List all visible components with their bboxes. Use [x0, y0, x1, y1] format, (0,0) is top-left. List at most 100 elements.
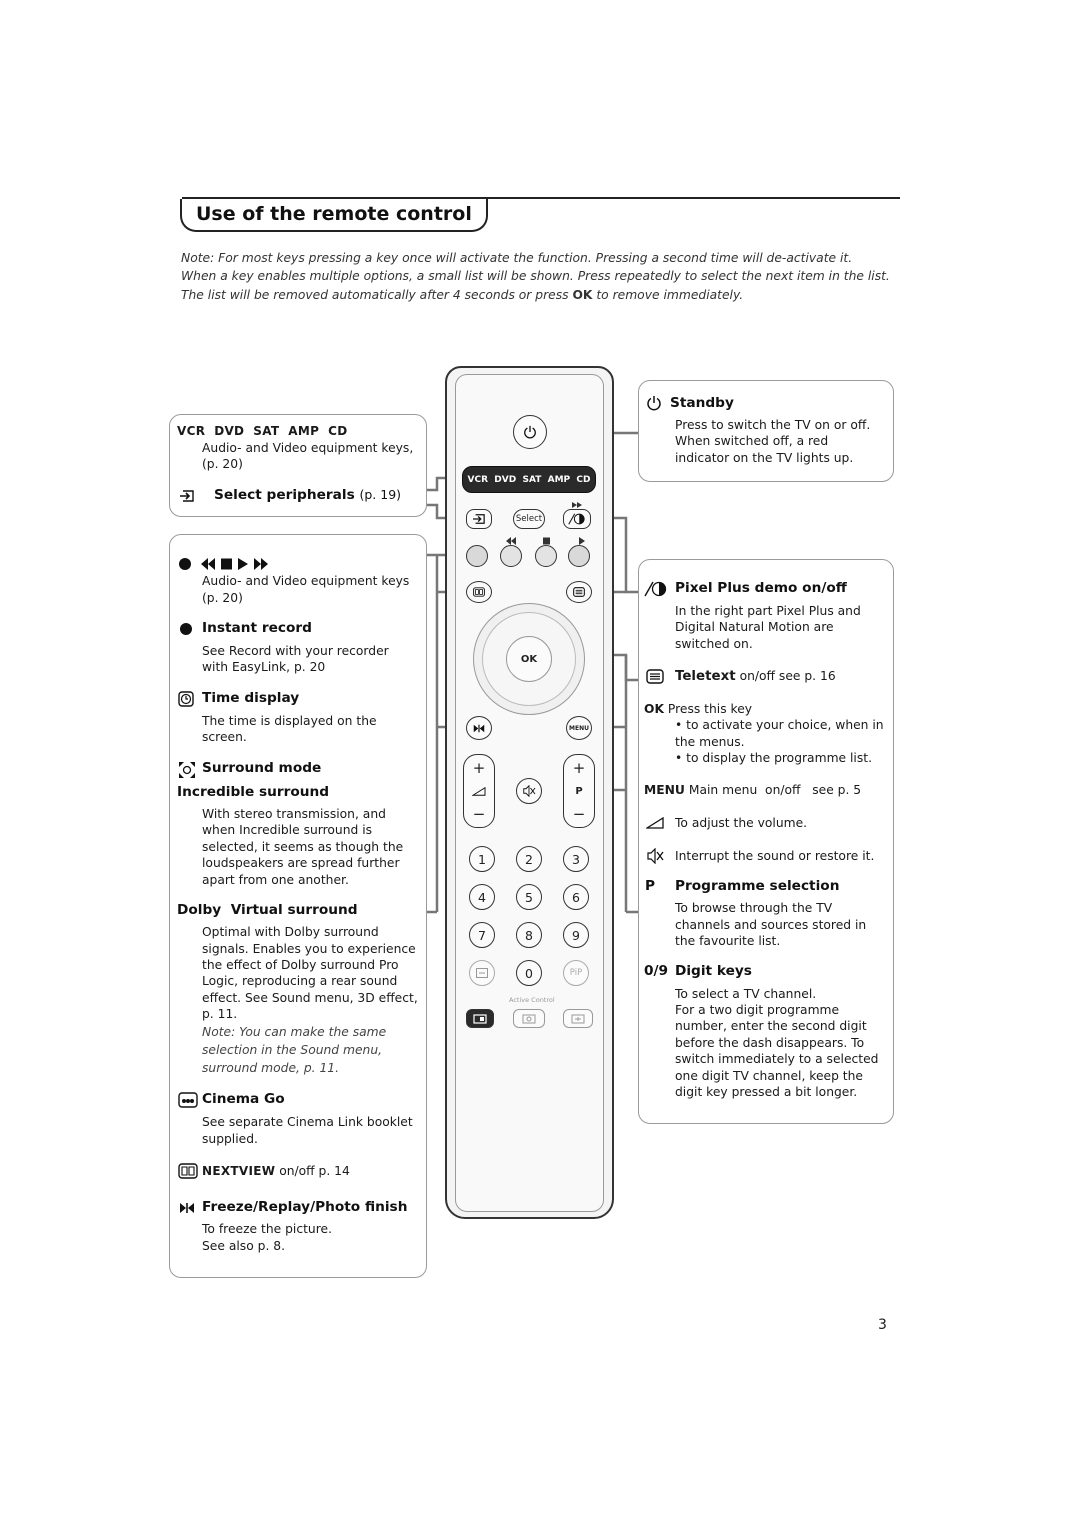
remote-digit-6[interactable]: 6: [563, 884, 589, 910]
programme-heading: Programme selection: [675, 878, 840, 894]
remote-digit-7[interactable]: 7: [469, 922, 495, 948]
picture-icon: [522, 1014, 536, 1023]
remote-ok-button[interactable]: OK: [506, 636, 552, 682]
standby-callout-box: [638, 380, 894, 482]
note-line-1: Note: For most keys pressing a key once …: [181, 251, 853, 265]
cinema-desc-1: See separate Cinema Link booklet: [202, 1115, 413, 1129]
mute-icon: [647, 848, 664, 864]
remote-freeze-button[interactable]: [466, 716, 492, 740]
remote-digit-8[interactable]: 8: [516, 922, 542, 948]
programme-p-label: P: [575, 785, 583, 797]
av-keys-icons: [179, 558, 268, 570]
note-line-3: The list will be removed automatically a…: [181, 287, 744, 302]
remote-digit-2[interactable]: 2: [516, 846, 542, 872]
vcr-desc-1: Audio- and Video equipment keys,: [202, 441, 414, 455]
digit-desc-1: To select a TV channel.: [675, 987, 817, 1001]
standby-desc-2: When switched off, a red: [675, 434, 829, 448]
remote-rewind-button[interactable]: [500, 545, 522, 567]
mute-desc: Interrupt the sound or restore it.: [675, 849, 875, 863]
programme-desc-1: To browse through the TV: [675, 901, 833, 915]
remote-picture-button[interactable]: [513, 1009, 545, 1028]
remote-nextview-button[interactable]: [466, 581, 492, 603]
freeze-desc-1: To freeze the picture.: [202, 1222, 332, 1236]
av-desc-1: Audio- and Video equipment keys: [202, 574, 410, 588]
pixel-desc-1: In the right part Pixel Plus and: [675, 604, 861, 618]
remote-teletext-button[interactable]: [566, 581, 592, 603]
cinema-go-icon: [178, 1092, 198, 1108]
vcr-keys-label: VCR DVD SAT AMP CD: [177, 424, 348, 438]
remote-volume-rocker[interactable]: + −: [463, 754, 495, 828]
pixel-plus-icon: [644, 581, 667, 597]
programme-desc-3: the favourite list.: [675, 934, 781, 948]
clock-icon: [178, 691, 194, 707]
select-peripherals-icon: [180, 490, 194, 502]
top-rule: [182, 197, 900, 199]
remote-power-button[interactable]: [513, 415, 547, 449]
remote-format-button[interactable]: [466, 1009, 494, 1028]
remote-digit-3[interactable]: 3: [563, 846, 589, 872]
digit-keys-heading: Digit keys: [675, 963, 752, 979]
instant-desc-2: with EasyLink, p. 20: [202, 660, 326, 674]
select-peripherals-icon: [473, 514, 485, 524]
remote-ffwd-label: [572, 502, 582, 508]
pixel-plus-heading: Pixel Plus demo on/off: [675, 580, 847, 596]
remote-record-button[interactable]: [466, 545, 488, 567]
remote-digit-4[interactable]: 4: [469, 884, 495, 910]
dolby-heading: Dolby Virtual surround: [177, 902, 358, 918]
select-peripherals-heading: Select peripherals (p. 19): [214, 487, 402, 503]
dolby-desc-4: Logic, reproducing a rear sound: [202, 974, 398, 988]
remote-digit-9[interactable]: 9: [563, 922, 589, 948]
cinema-go-heading: Cinema Go: [202, 1091, 285, 1107]
nextview-line: NEXTVIEW on/off p. 14: [202, 1164, 350, 1178]
remote-digit-5[interactable]: 5: [516, 884, 542, 910]
digit-label: 0/9: [644, 963, 669, 979]
remote-select-button[interactable]: Select: [513, 509, 545, 529]
teletext-line: Teletext on/off see p. 16: [675, 669, 836, 684]
remote-digit-0[interactable]: 0: [516, 960, 542, 986]
remote-stop-button[interactable]: [535, 545, 557, 567]
incredible-surround-heading: Incredible surround: [177, 784, 330, 800]
note-line-2: When a key enables multiple options, a s…: [181, 269, 890, 284]
surround-icon: [179, 762, 195, 778]
ok-bullet-1b: the menus.: [675, 735, 745, 749]
freeze-heading: Freeze/Replay/Photo finish: [202, 1199, 408, 1215]
ok-line: OK Press this key: [644, 702, 753, 716]
standby-desc-1: Press to switch the TV on or off.: [675, 418, 871, 432]
volume-plus-label: +: [472, 759, 486, 777]
volume-minus-label: −: [472, 805, 486, 823]
instant-desc-1: See Record with your recorder: [202, 644, 389, 658]
volume-icon: [472, 786, 486, 796]
remote-menu-button[interactable]: MENU: [566, 716, 592, 740]
remote-info-button[interactable]: [469, 960, 495, 986]
teletext-icon: [573, 587, 585, 597]
standby-desc-3: indicator on the TV lights up.: [675, 451, 854, 465]
power-icon: [647, 396, 661, 411]
remote-select-peripherals-button[interactable]: [466, 509, 492, 529]
dolby-desc-5: effect. See Sound menu, 3D effect,: [202, 991, 418, 1005]
surround-mode-heading: Surround mode: [202, 760, 322, 776]
remote-digit-1[interactable]: 1: [469, 846, 495, 872]
pixel-desc-3: switched on.: [675, 637, 753, 651]
remote-source-bar[interactable]: VCR DVD SAT AMP CD: [462, 466, 596, 493]
remote-pip-button[interactable]: PiP: [563, 960, 589, 986]
instant-record-heading: Instant record: [202, 620, 312, 636]
remote-programme-rocker[interactable]: + P −: [563, 754, 595, 828]
freeze-desc-2: See also p. 8.: [202, 1239, 285, 1253]
nextview-icon: [473, 587, 485, 597]
record-icon: [180, 623, 192, 635]
remote-zoom-button[interactable]: [563, 1009, 593, 1028]
remote-transport-labels: [506, 537, 585, 545]
remote-play-button[interactable]: [568, 545, 590, 567]
remote-pixel-plus-button[interactable]: [563, 509, 591, 529]
mute-icon: [523, 785, 536, 797]
programme-desc-2: channels and sources stored in: [675, 918, 867, 932]
page-number: 3: [878, 1317, 887, 1333]
remote-mute-button[interactable]: [516, 778, 542, 804]
left-callout-box: [169, 534, 427, 1278]
incredible-desc-4: loudspeakers are spread further: [202, 856, 400, 870]
incredible-desc-1: With stereo transmission, and: [202, 807, 386, 821]
programme-minus-label: −: [572, 805, 586, 823]
dolby-desc-6: p. 11.: [202, 1007, 238, 1021]
page-title: Use of the remote control: [196, 203, 472, 225]
programme-plus-label: +: [572, 759, 586, 777]
